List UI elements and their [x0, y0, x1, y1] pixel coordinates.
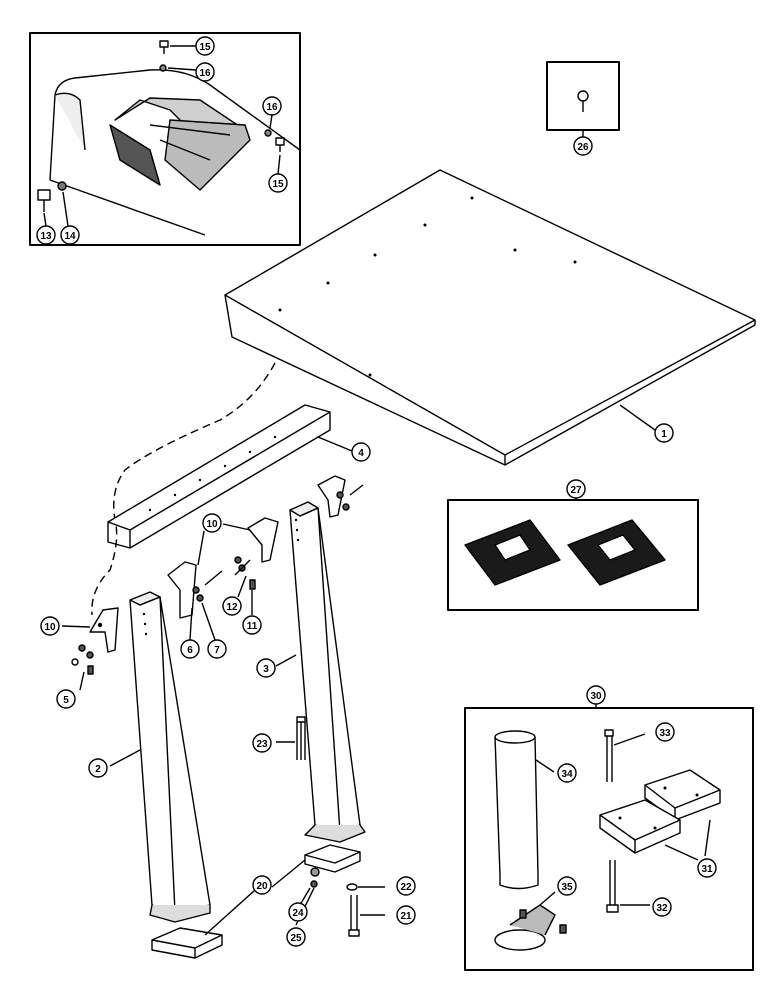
svg-text:27: 27	[570, 485, 582, 496]
callout-11: 11	[242, 615, 262, 635]
callout-2: 2	[88, 758, 108, 778]
inset-26	[546, 61, 620, 137]
dashed-connector	[91, 362, 276, 616]
callout-24: 24	[288, 902, 308, 922]
callout-15-top: 15	[195, 36, 215, 56]
bolt-21	[348, 895, 385, 937]
callout-16-top: 16	[195, 62, 215, 82]
callout-26: 26	[573, 136, 593, 156]
detail-inset	[29, 32, 301, 246]
svg-text:6: 6	[187, 645, 193, 656]
callout-31: 31	[697, 858, 717, 878]
callout-34: 34	[557, 763, 577, 783]
svg-text:32: 32	[656, 903, 668, 914]
canopy-1	[224, 169, 756, 466]
callout-20: 20	[252, 875, 272, 895]
callout-21: 21	[396, 905, 416, 925]
inset-27	[447, 498, 699, 611]
washer-24	[310, 867, 320, 877]
svg-text:13: 13	[40, 231, 52, 242]
svg-text:24: 24	[292, 908, 304, 919]
bolts-leg-brackets	[79, 484, 364, 691]
svg-text:16: 16	[266, 102, 278, 113]
foot-pad-lower	[151, 927, 223, 959]
svg-text:31: 31	[701, 864, 713, 875]
callout-10-mid: 10	[202, 513, 222, 533]
svg-text:16: 16	[199, 68, 211, 79]
svg-text:25: 25	[290, 933, 302, 944]
svg-text:26: 26	[577, 142, 589, 153]
callout-33: 33	[655, 722, 675, 742]
leg-3	[275, 501, 366, 843]
svg-text:30: 30	[590, 691, 602, 702]
tube-34	[494, 730, 555, 890]
foot-pad-upper	[304, 844, 361, 873]
callout-5: 5	[56, 689, 76, 709]
bracket-10-left	[89, 607, 119, 653]
svg-text:15: 15	[272, 179, 284, 190]
nut-25	[310, 880, 318, 888]
svg-text:22: 22	[400, 882, 412, 893]
washer-16-right	[264, 129, 272, 137]
callout-27: 27	[566, 479, 586, 499]
svg-text:1: 1	[661, 429, 667, 440]
svg-text:4: 4	[358, 448, 364, 459]
callout-30: 30	[586, 685, 606, 705]
svg-text:5: 5	[63, 695, 69, 706]
callout-23: 23	[252, 733, 272, 753]
callout-3: 3	[256, 658, 276, 678]
small-hardware	[71, 491, 350, 675]
washer-22	[346, 883, 358, 891]
callout-1: 1	[654, 423, 674, 443]
callout-6: 6	[180, 639, 200, 659]
bolt-32	[606, 860, 650, 913]
svg-text:33: 33	[659, 728, 671, 739]
bolt-15-right	[275, 137, 285, 152]
svg-text:35: 35	[561, 882, 573, 893]
svg-text:2: 2	[95, 764, 101, 775]
bracket-10-mid	[167, 475, 346, 619]
bolt-23	[276, 716, 306, 760]
svg-text:14: 14	[64, 231, 76, 242]
svg-text:34: 34	[561, 769, 573, 780]
callout-32: 32	[652, 897, 672, 917]
inset-30	[464, 702, 754, 971]
svg-text:7: 7	[214, 645, 220, 656]
svg-text:15: 15	[199, 42, 211, 53]
svg-text:20: 20	[256, 881, 268, 892]
svg-text:3: 3	[263, 664, 269, 675]
callout-4: 4	[351, 442, 371, 462]
callout-14: 14	[60, 225, 80, 245]
callout-25: 25	[286, 927, 306, 947]
washer-14	[57, 181, 67, 191]
callout-15-right: 15	[268, 173, 288, 193]
leg-2	[109, 591, 211, 923]
svg-text:21: 21	[400, 911, 412, 922]
callout-10-left: 10	[40, 616, 60, 636]
callout-16-right: 16	[262, 96, 282, 116]
blocks-31	[599, 769, 721, 861]
washer-16-top	[159, 64, 167, 72]
svg-text:23: 23	[256, 739, 268, 750]
bolt-13	[37, 189, 51, 212]
callout-22: 22	[396, 876, 416, 896]
svg-text:10: 10	[44, 622, 56, 633]
callout-35: 35	[557, 876, 577, 896]
bolt-15-top	[159, 40, 169, 54]
svg-text:11: 11	[247, 621, 258, 632]
svg-text:12: 12	[226, 602, 238, 613]
clamp-35	[494, 891, 567, 951]
callout-13: 13	[36, 225, 56, 245]
bolt-33	[604, 729, 646, 782]
callout-12: 12	[222, 596, 242, 616]
svg-text:10: 10	[206, 519, 218, 530]
cross-member-4	[107, 404, 353, 549]
callout-7: 7	[207, 639, 227, 659]
